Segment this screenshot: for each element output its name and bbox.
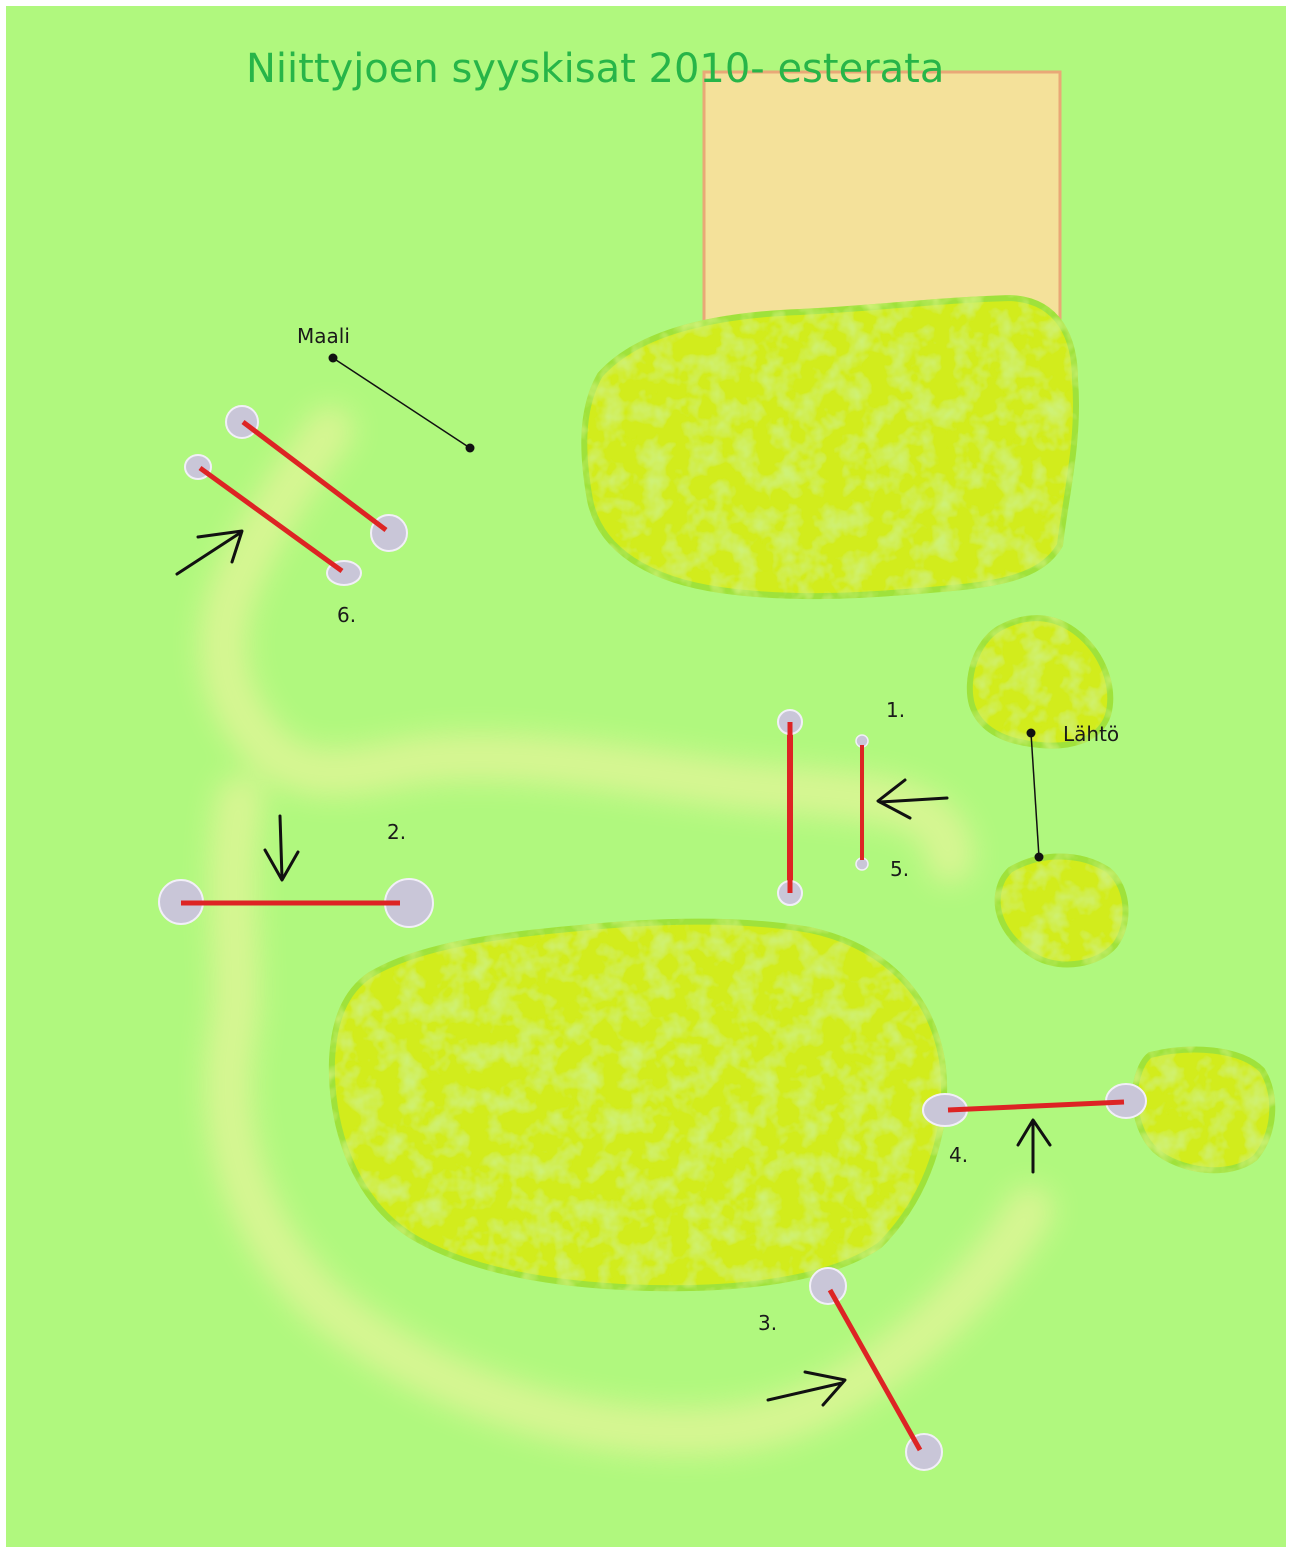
finish-post-left [329, 354, 338, 363]
finish-post-right [466, 444, 475, 453]
course-title: Niittyjoen syyskisat 2010- esterata [246, 46, 944, 92]
obstacle-6-number: 6. [337, 603, 356, 627]
bush-large-top [584, 298, 1076, 596]
obstacle-4-number: 4. [949, 1143, 968, 1167]
obstacle-2-number: 2. [387, 820, 406, 844]
start-post-top [1027, 729, 1036, 738]
obstacle-3-standard-top [810, 1268, 846, 1304]
finish-label: Maali [297, 324, 350, 348]
start-post-bottom [1035, 853, 1044, 862]
arrow-obstacle-2-shaft [280, 816, 282, 878]
obstacle-6-standard-a-top [226, 406, 258, 438]
obstacle-5-number: 5. [890, 857, 909, 881]
bush-large-bottom [332, 922, 944, 1289]
bush-small-far-right [1135, 1050, 1272, 1171]
obstacle-1-number: 1. [886, 698, 905, 722]
obstacle-3-number: 3. [758, 1311, 777, 1335]
start-label: Lähtö [1063, 722, 1119, 746]
